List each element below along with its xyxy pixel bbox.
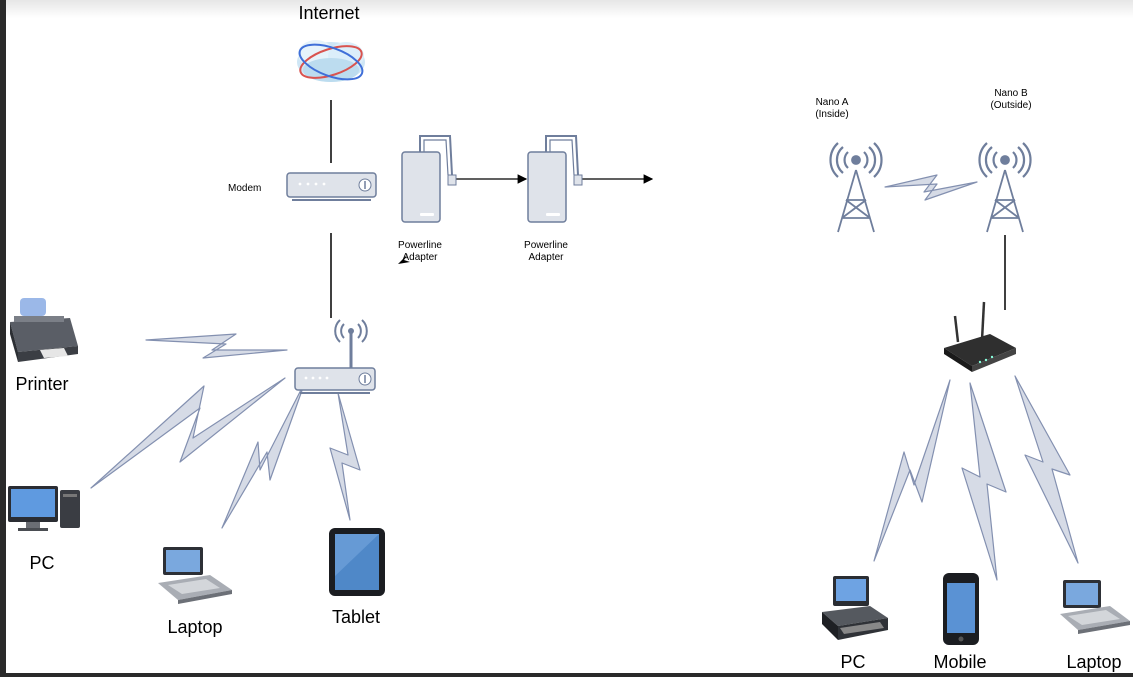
nano-a-label: Nano A (Inside) [815,97,849,120]
wireless-link-nano [884,174,978,201]
pc-left-icon [8,486,80,531]
internet-label: Internet [298,3,360,23]
powerline-adapter-icon-2 [527,135,583,223]
tablet-icon [329,528,385,596]
nano-b-label: Nano B (Outside) [990,88,1032,111]
laptop-left-label: Laptop [167,617,223,637]
printer-label: Printer [15,374,69,394]
laptop-right-label: Laptop [1066,652,1122,672]
laptop-right-icon [1060,580,1130,634]
modem-icon [286,172,377,201]
nano-b-tower-icon [978,142,1032,233]
mouse-cursor-icon [398,254,410,264]
modem-label: Modem [228,183,262,194]
wireless-router-icon-right [944,301,1016,372]
canvas-top-edge [6,0,1133,18]
powerline-adapter-label-2: Powerline Adapter [524,240,568,263]
pc-right-label: PC [840,652,866,672]
wireless-link-pc-left [90,377,286,489]
wireless-link-pc-right [873,379,951,562]
wireless-link-tablet [329,392,361,521]
wireless-link-laptop-left [221,381,306,529]
nano-a-tower-icon [829,142,883,233]
internet-cloud-icon [297,40,365,82]
tablet-label: Tablet [331,607,381,627]
laptop-left-icon [158,547,232,604]
powerline-adapter-icon-1 [401,135,457,223]
printer-icon [10,298,78,362]
pc-right-icon [822,576,888,640]
powerline-adapter-label-1: Powerline Adapter [398,240,442,263]
pc-left-label: PC [29,553,55,573]
mobile-label: Mobile [933,652,987,672]
wireless-link-laptop-right [1014,375,1079,564]
wireless-router-icon-left [294,319,376,394]
wireless-link-printer [145,333,288,359]
mobile-icon [943,573,979,645]
wireless-link-mobile [961,382,1007,581]
